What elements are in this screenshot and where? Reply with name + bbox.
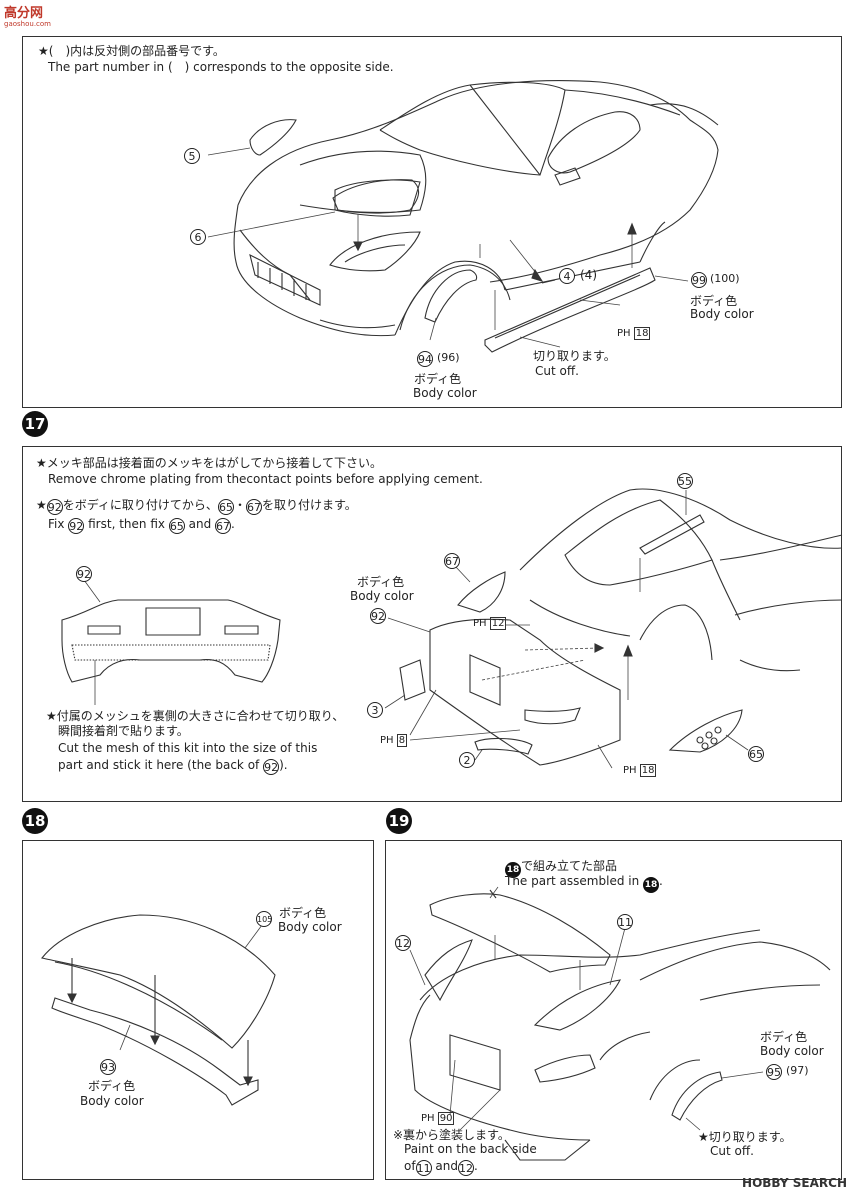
body-color-en-93: Body color	[80, 1094, 144, 1108]
footer-watermark: HOBBY SEARCH	[742, 1176, 847, 1190]
opposite-note-en: The part number in ( ) corresponds to th…	[48, 60, 394, 74]
part-4-opposite-label: (4)	[580, 268, 597, 282]
assembled-note-en: The part assembled in 18.	[505, 874, 663, 893]
part-93-label: 93	[100, 1059, 116, 1075]
body-color-jp-93: ボディ色	[88, 1079, 136, 1093]
body-color-jp-105: ボディ色	[279, 906, 327, 920]
panel-step19	[385, 840, 842, 1180]
cut-off-jp: 切り取ります。	[533, 349, 616, 363]
fix-order-jp: ★92をボディに取り付けてから、65・67を取り付けます。	[36, 498, 357, 515]
part-105-label: 105	[256, 911, 272, 927]
panel-step17	[22, 446, 842, 802]
paint-note-en1: Paint on the back side	[404, 1142, 537, 1156]
part-6-label: 6	[190, 229, 206, 245]
step-19-badge: 19	[386, 808, 412, 834]
body-color-jp-99: ボディ色	[690, 294, 738, 308]
part-55-label: 55	[677, 473, 693, 489]
part-92-label: 92	[76, 566, 92, 582]
part-3-label: 3	[367, 702, 383, 718]
opposite-note-jp: ★( )内は反対側の部品番号です。	[38, 44, 225, 58]
part-95-label: 95	[766, 1064, 782, 1080]
body-color-jp-94: ボディ色	[414, 372, 462, 386]
part-65-label: 65	[748, 746, 764, 762]
part-96-label: (96)	[437, 351, 460, 364]
part-94-label: 94	[417, 351, 433, 367]
chrome-note-en: Remove chrome plating from thecontact po…	[48, 472, 483, 486]
body-color-en-95: Body color	[760, 1044, 824, 1058]
paint-note-jp: ※裏から塗装します。	[393, 1128, 510, 1142]
body-color-en-92: Body color	[350, 589, 414, 603]
body-color-en-105: Body color	[278, 920, 342, 934]
ph8-label: PH 8	[380, 734, 408, 747]
cut-off-jp-19: ★切り取ります。	[698, 1130, 792, 1144]
mesh-note-jp1: ★付属のメッシュを裏側の大きさに合わせて切り取り、	[46, 709, 345, 723]
paint-note-en2: of11 and12.	[404, 1159, 478, 1176]
part-99-label: 99	[691, 272, 707, 288]
part-97-label: (97)	[786, 1064, 809, 1077]
mesh-note-en1: Cut the mesh of this kit into the size o…	[58, 741, 318, 755]
part-4-label: 4	[559, 268, 575, 284]
cut-off-en-19: Cut off.	[710, 1144, 754, 1158]
panel-step16	[22, 36, 842, 408]
part-12-label: 12	[395, 935, 411, 951]
ph90-label: PH 90	[421, 1112, 455, 1125]
body-color-en-99: Body color	[690, 307, 754, 321]
fix-order-en: Fix 92 first, then fix 65 and 67.	[48, 517, 235, 534]
front-car-illustration	[207, 80, 719, 353]
part-2-label: 2	[459, 752, 475, 768]
chrome-note-jp: ★メッキ部品は接着面のメッキをはがしてから接着して下さい。	[36, 456, 383, 470]
part-5-label: 5	[184, 148, 200, 164]
ph18-label-17: PH 18	[623, 764, 657, 777]
body-color-jp-95: ボディ色	[760, 1030, 808, 1044]
step-18-badge: 18	[22, 808, 48, 834]
mesh-note-en2: part and stick it here (the back of 92).	[58, 758, 288, 775]
part-11-label: 11	[617, 914, 633, 930]
site-url: gaoshou.com	[4, 20, 51, 28]
part-67-label: 67	[444, 553, 460, 569]
cut-off-en: Cut off.	[535, 364, 579, 378]
panel-step18	[22, 840, 374, 1180]
body-color-jp-92: ボディ色	[357, 575, 405, 589]
body-color-en-94: Body color	[413, 386, 477, 400]
rear-bumper-illustration	[61, 488, 843, 769]
mesh-note-jp2: 瞬間接着剤で貼ります。	[58, 724, 189, 738]
step-17-badge: 17	[22, 411, 48, 437]
ph12-label: PH 12	[473, 617, 507, 630]
part-92-car-label: 92	[370, 608, 386, 624]
site-logo: 高分网	[4, 6, 44, 21]
part-100-label: (100)	[710, 272, 740, 285]
ph18-label: PH 18	[617, 327, 651, 340]
